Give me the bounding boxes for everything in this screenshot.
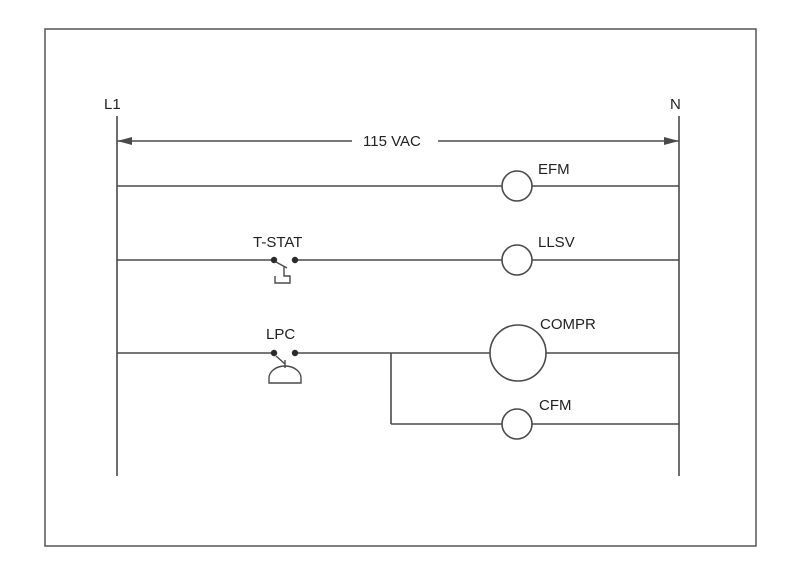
- rail-label-l1: L1: [104, 96, 121, 113]
- load-llsv-symbol: [501, 244, 533, 276]
- rail-label-n: N: [670, 96, 681, 113]
- thermostat-contact-symbol: [270, 256, 299, 284]
- load-label-llsv: LLSV: [538, 234, 575, 251]
- load-label-compr: COMPR: [540, 316, 596, 333]
- load-label-efm: EFM: [538, 161, 570, 178]
- pressure-switch-symbol: [268, 349, 302, 384]
- load-efm-symbol: [501, 170, 533, 202]
- diagram-frame: [44, 28, 757, 547]
- supply-voltage-arrow: [117, 131, 679, 151]
- contact-label-t-stat: T-STAT: [253, 234, 302, 251]
- load-compr-symbol: [489, 324, 547, 382]
- supply-voltage-label: 115 VAC: [363, 133, 421, 150]
- rung-cfm-branch: [390, 353, 679, 425]
- load-cfm-symbol: [501, 408, 533, 440]
- contact-label-lpc: LPC: [266, 326, 295, 343]
- load-label-cfm: CFM: [539, 397, 572, 414]
